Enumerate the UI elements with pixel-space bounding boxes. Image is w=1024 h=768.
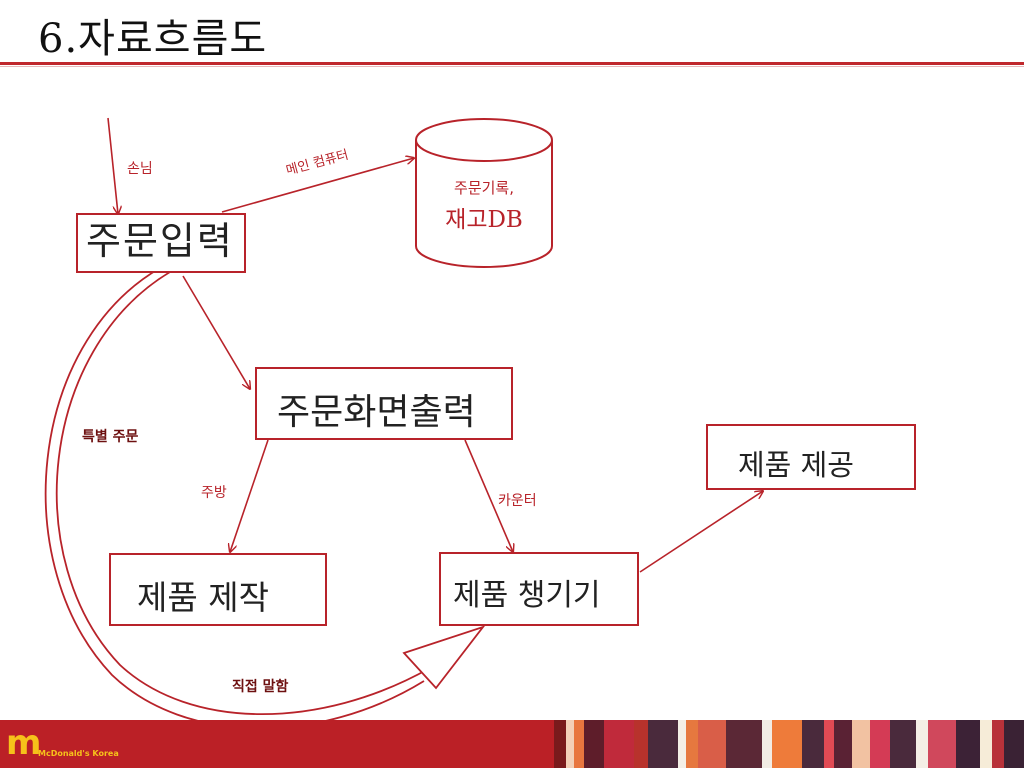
db-label-records: 주문기록, <box>454 179 514 197</box>
node-product-make-label: 제품 제작 <box>137 578 269 617</box>
arrow-special-order <box>44 267 486 720</box>
db-label-stock: 재고DB <box>445 207 523 233</box>
node-order-screen: 주문화면출력 <box>255 367 513 440</box>
arrow-to-serve <box>639 491 763 573</box>
footer-brand: McDonald's Korea <box>38 749 119 758</box>
arrow-kitchen <box>230 439 269 552</box>
edge-label-special-order: 특별 주문 <box>82 429 139 445</box>
node-product-pack: 제품 챙기기 <box>439 552 639 626</box>
page-title: 6.자료흐름도 <box>38 16 268 62</box>
edge-label-direct-speak: 직접 말함 <box>232 679 289 695</box>
edge-label-kitchen: 주방 <box>201 485 227 501</box>
node-order-screen-label: 주문화면출력 <box>277 392 476 433</box>
arrow-customer <box>107 117 118 214</box>
node-order-input: 주문입력 <box>76 213 246 273</box>
node-product-make: 제품 제작 <box>109 553 327 626</box>
arrow-main-computer <box>221 158 414 213</box>
arrow-to-order-screen <box>182 275 250 389</box>
title-rule <box>0 62 1024 65</box>
mcdonalds-logo-icon: m <box>6 723 42 763</box>
edge-label-counter: 카운터 <box>498 493 537 509</box>
title-rule-thin <box>0 66 1024 67</box>
edge-label-customer: 손님 <box>127 161 153 177</box>
database-cylinder <box>415 118 553 268</box>
node-product-pack-label: 제품 챙기기 <box>453 578 601 613</box>
node-order-input-label: 주문입력 <box>86 219 234 263</box>
arrow-counter <box>464 439 513 552</box>
node-product-serve: 제품 제공 <box>706 424 916 490</box>
diagram-canvas <box>44 117 1024 720</box>
node-product-serve-label: 제품 제공 <box>738 448 854 482</box>
